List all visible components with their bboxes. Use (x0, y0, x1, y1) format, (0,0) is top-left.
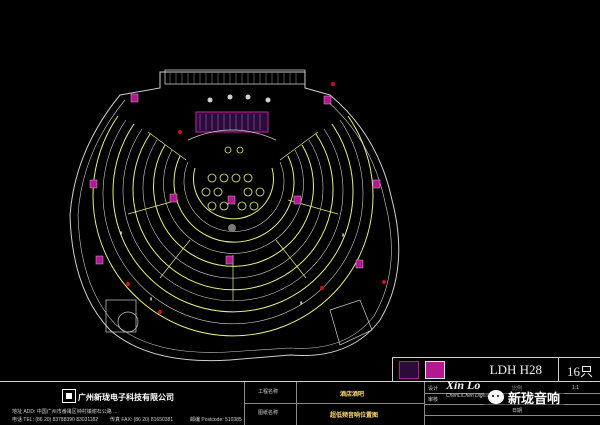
legend-swatch-right (425, 361, 445, 379)
svg-text:▮: ▮ (300, 300, 302, 305)
check-label: 审核 (428, 397, 439, 403)
aisle-ring-2 (163, 149, 304, 254)
speaker-9 (95, 255, 104, 265)
speaker-2 (323, 95, 332, 105)
watermark: Xin Lo ChenLiChen Digital... (446, 370, 493, 406)
speaker-6 (227, 195, 236, 205)
stage-front-curve (187, 129, 277, 141)
legend-quantity: 16只 (558, 358, 600, 382)
drawing-label: 图纸名称 (258, 410, 279, 416)
center-column (228, 224, 236, 232)
company-address: 地址 ADD: 中国广州市番禺区钟村镇谢石公路 ... (12, 409, 118, 415)
speaker-3 (89, 179, 98, 189)
seating-ring-1 (193, 167, 274, 220)
right-side-room (329, 299, 373, 346)
drawing-name: 超低频音响位置图 (330, 413, 379, 419)
svg-text:▮: ▮ (150, 296, 152, 301)
project-label: 工程名称 (258, 389, 279, 395)
wechat-account-badge[interactable]: 新珑音响 (484, 387, 565, 407)
speaker-8 (225, 255, 234, 265)
scale-value: 1:1 (572, 385, 579, 391)
watermark-small: ChenLiChen Digital... (446, 392, 494, 399)
aisle-ring-5 (102, 119, 364, 325)
speaker-4 (372, 179, 381, 189)
speaker-10 (355, 259, 364, 269)
entrance-block (164, 69, 306, 85)
date-label: 日期 (512, 408, 523, 414)
seating-ring-6 (92, 115, 374, 337)
design-label: 设计 (428, 386, 439, 392)
company-name: 广州新珑电子科技有限公司 (78, 393, 174, 402)
company-tel: 电话 TEL: (86 20) 83788390 83031182 (12, 417, 99, 423)
seating-ring-3 (153, 144, 314, 267)
outer-boundary (69, 71, 400, 362)
wechat-account-name: 新珑音响 (508, 390, 561, 406)
stage-area (195, 111, 269, 133)
wechat-icon (488, 390, 504, 404)
speaker-legend: LDH H28 16只 (392, 357, 600, 383)
legend-swatch-left (399, 361, 419, 379)
speaker-1 (130, 93, 139, 103)
svg-text:▮: ▮ (342, 232, 344, 237)
company-fax: 传真 FAX: (86 20) 81650381 (110, 417, 174, 423)
left-side-room (105, 299, 137, 333)
watermark-big: Xin Lo (446, 377, 481, 392)
aisle-ring-1 (183, 161, 285, 232)
scale-label: 比例 (512, 386, 523, 392)
aisle-ring-4 (122, 128, 344, 302)
company-postcode: 邮编 Postcode: 510385 (190, 417, 242, 423)
spiral-stair (117, 311, 139, 333)
seating-ring-2 (173, 155, 295, 243)
speaker-5 (169, 193, 178, 203)
company-logo-icon (62, 389, 76, 403)
outer-boundary-inner (77, 99, 392, 353)
project-name: 酒店酒吧 (340, 392, 365, 398)
svg-text:▮: ▮ (120, 230, 122, 235)
legend-model: LDH H28 (489, 362, 542, 377)
speaker-7 (293, 195, 302, 205)
seating-ring-5 (112, 123, 354, 313)
